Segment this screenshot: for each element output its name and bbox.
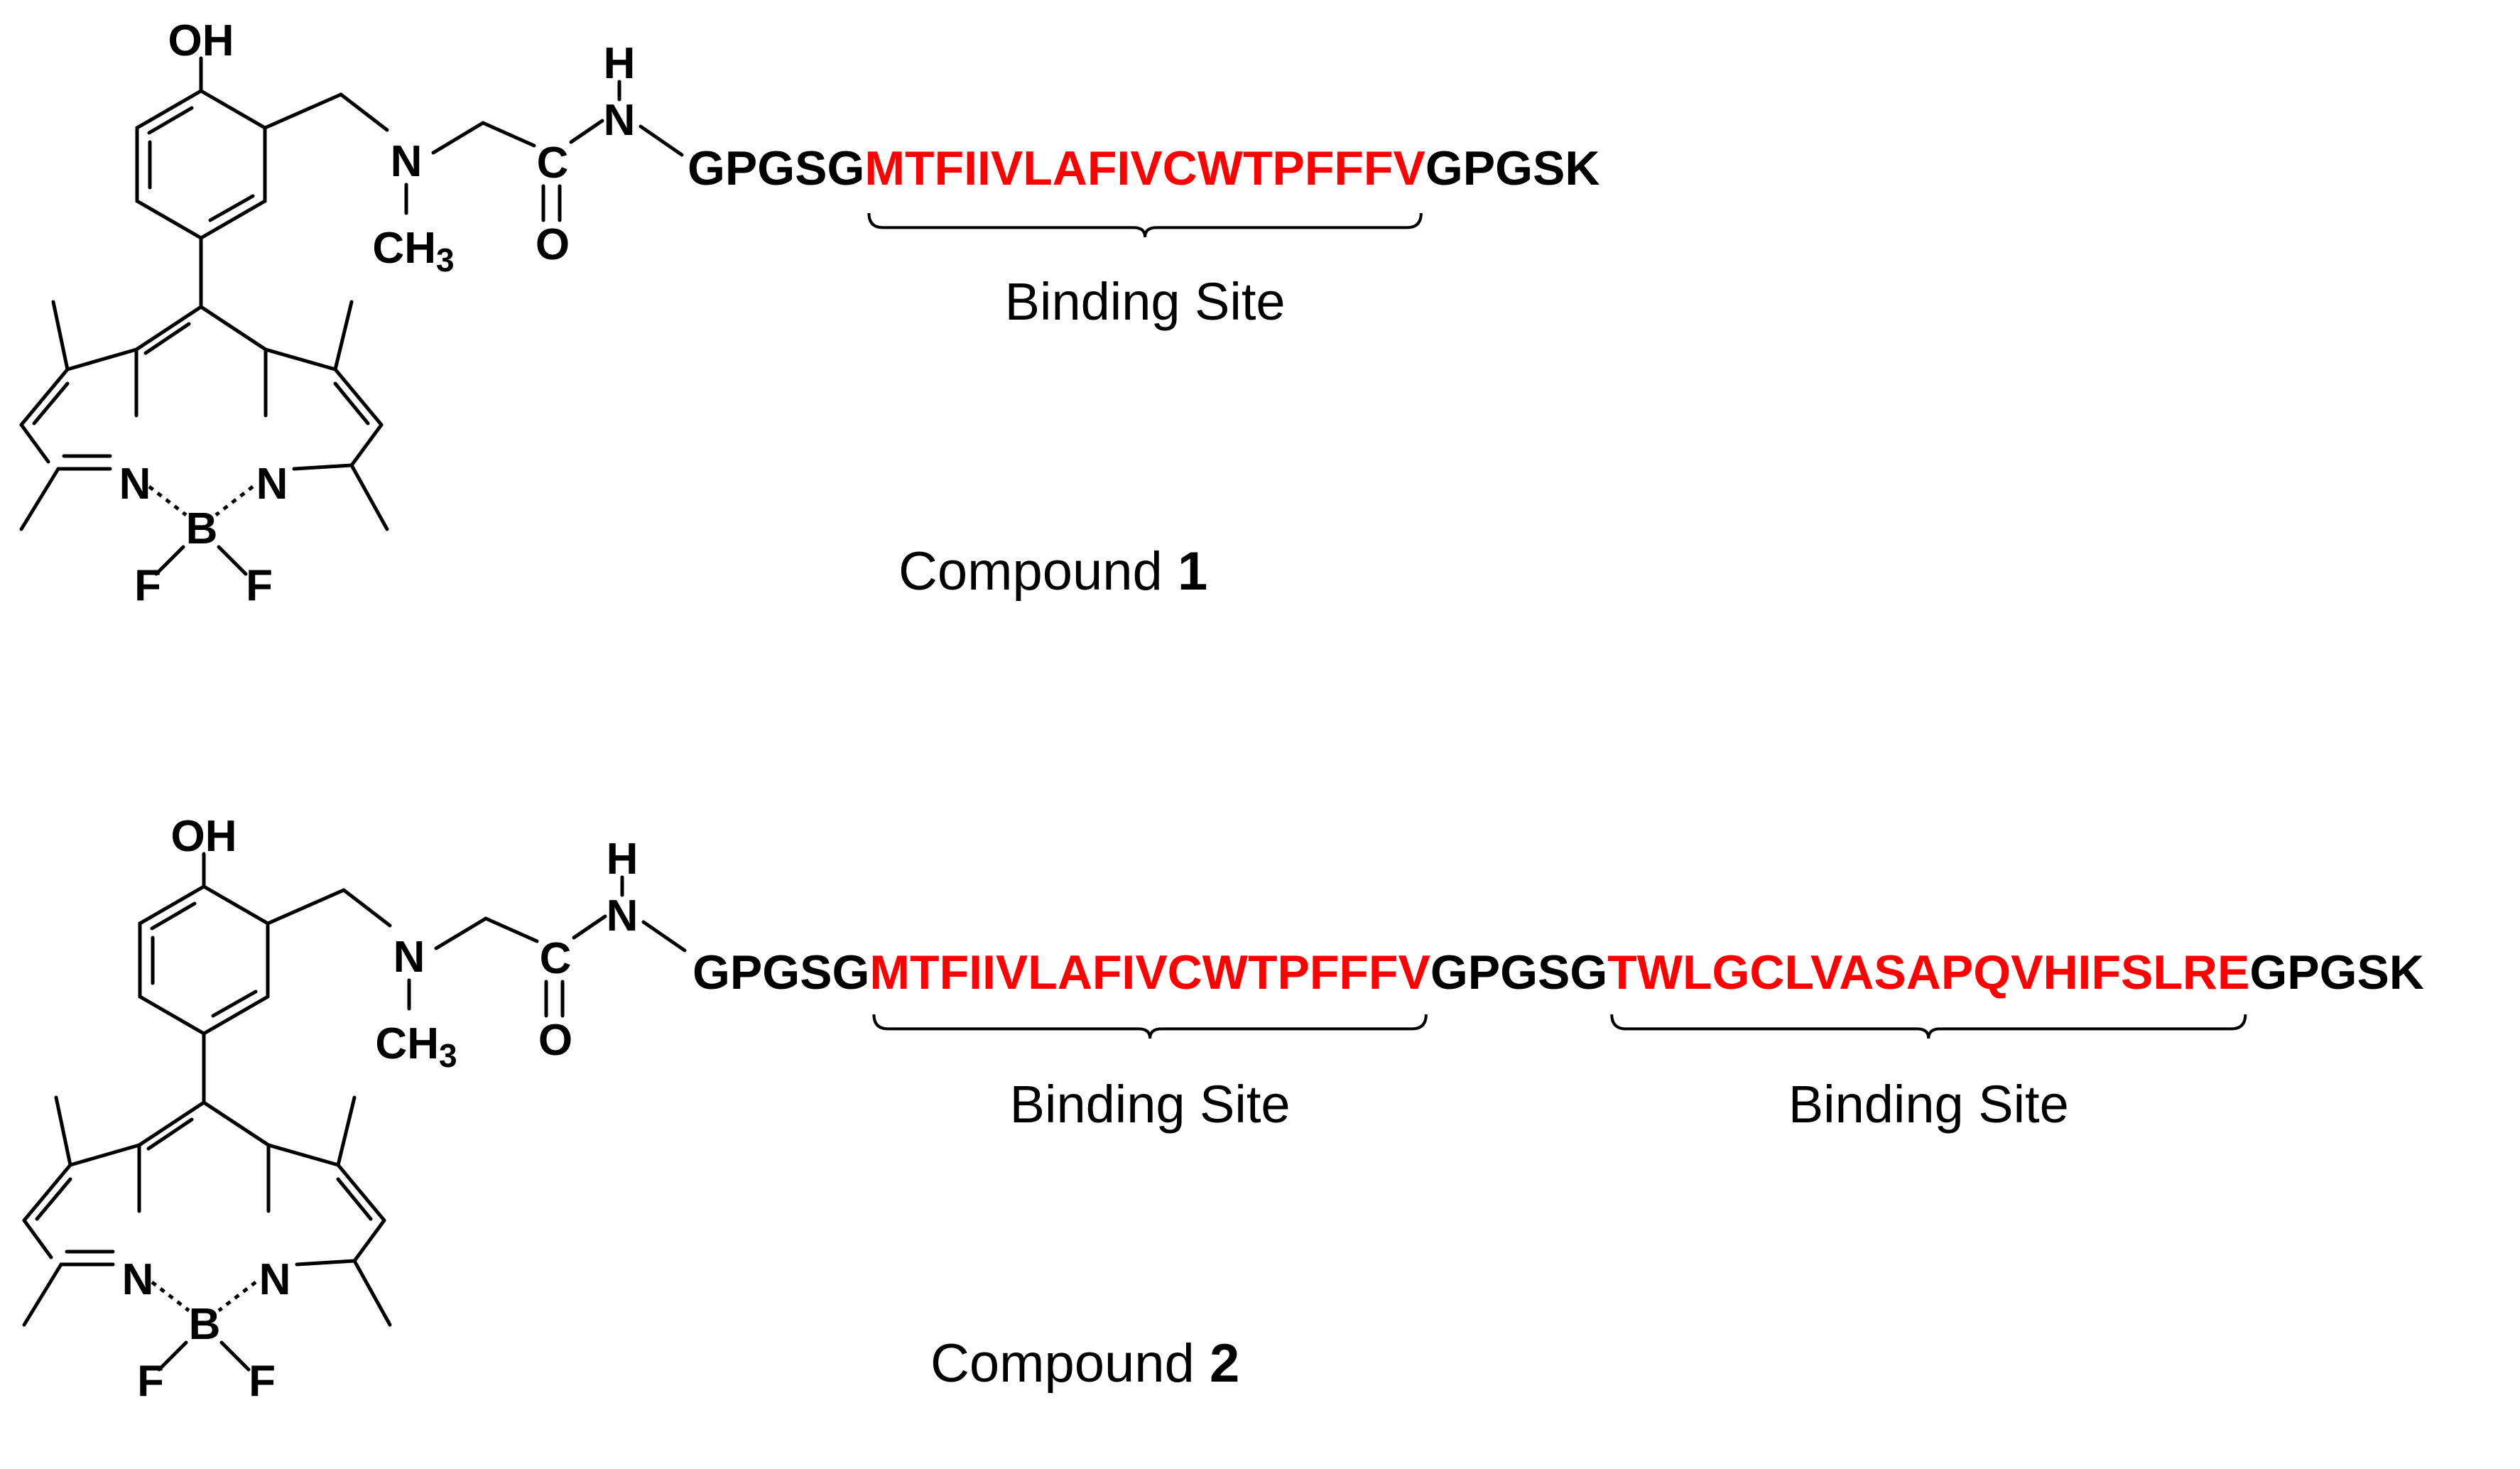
carbonyl-o-label: O [538, 1016, 572, 1065]
amine-n-label: N [393, 933, 425, 982]
binding-site-label: Binding Site [1010, 1075, 1291, 1134]
pyrrole-n-left-label: N [119, 460, 151, 509]
binding-site-brace [867, 212, 1423, 238]
fluorine-right-label: F [246, 561, 273, 610]
methyl-label: CH3 [372, 224, 454, 278]
binding-site-sequence: MTFIIVLAFIVCWTPFFFV [869, 945, 1430, 999]
linker-sequence: GPGSG [1430, 945, 1607, 999]
amide-n-label: N [607, 891, 639, 941]
linker-sequence: GPGSG [688, 141, 864, 195]
binding-site-label: Binding Site [1788, 1075, 2069, 1134]
amide-h-label: H [607, 835, 639, 884]
linker-sequence: GPGSK [2249, 945, 2424, 999]
carbonyl-o-label: O [536, 220, 570, 269]
boron-label: B [186, 504, 218, 553]
hydroxyl-label: OH [168, 16, 234, 65]
compound-2-structure: OH N CH3 C O H N N N B F F [24, 812, 685, 1406]
amine-n-label: N [391, 137, 423, 186]
binding-site-sequence: TWLGCLVASAPQVHIFSLRE [1607, 945, 2249, 999]
fluorine-left-label: F [137, 1357, 164, 1406]
compound-1-structure: OH N CH3 C O H N N N B F F [21, 16, 682, 610]
amide-n-label: N [604, 96, 636, 145]
methyl-label: CH3 [375, 1019, 457, 1074]
linker-sequence: GPGSG [693, 945, 869, 999]
pyrrole-n-right-label: N [256, 460, 288, 509]
hydroxyl-label: OH [171, 812, 237, 861]
pyrrole-n-right-label: N [259, 1255, 291, 1304]
carbonyl-c-label: C [540, 934, 572, 983]
pyrrole-n-left-label: N [122, 1255, 154, 1304]
binding-site-sequence: MTFIIVLAFIVCWTPFFFV [864, 141, 1425, 195]
compound-2-caption: Compound 2 [930, 1333, 1239, 1394]
fluorine-left-label: F [134, 561, 161, 610]
fluorine-right-label: F [249, 1357, 276, 1406]
binding-site-label: Binding Site [1005, 272, 1286, 331]
linker-sequence: GPGSK [1425, 141, 1600, 195]
compound-2-sequence: GPGSGMTFIIVLAFIVCWTPFFFVGPGSGTWLGCLVASAP… [693, 945, 2424, 999]
amide-h-label: H [604, 39, 636, 88]
compound-1-caption: Compound 1 [898, 541, 1207, 602]
compound-1-sequence: GPGSGMTFIIVLAFIVCWTPFFFVGPGSK [688, 141, 1600, 195]
boron-label: B [189, 1300, 221, 1349]
binding-site-brace [1610, 1014, 2247, 1039]
carbonyl-c-label: C [537, 139, 569, 188]
binding-site-brace [872, 1014, 1428, 1039]
